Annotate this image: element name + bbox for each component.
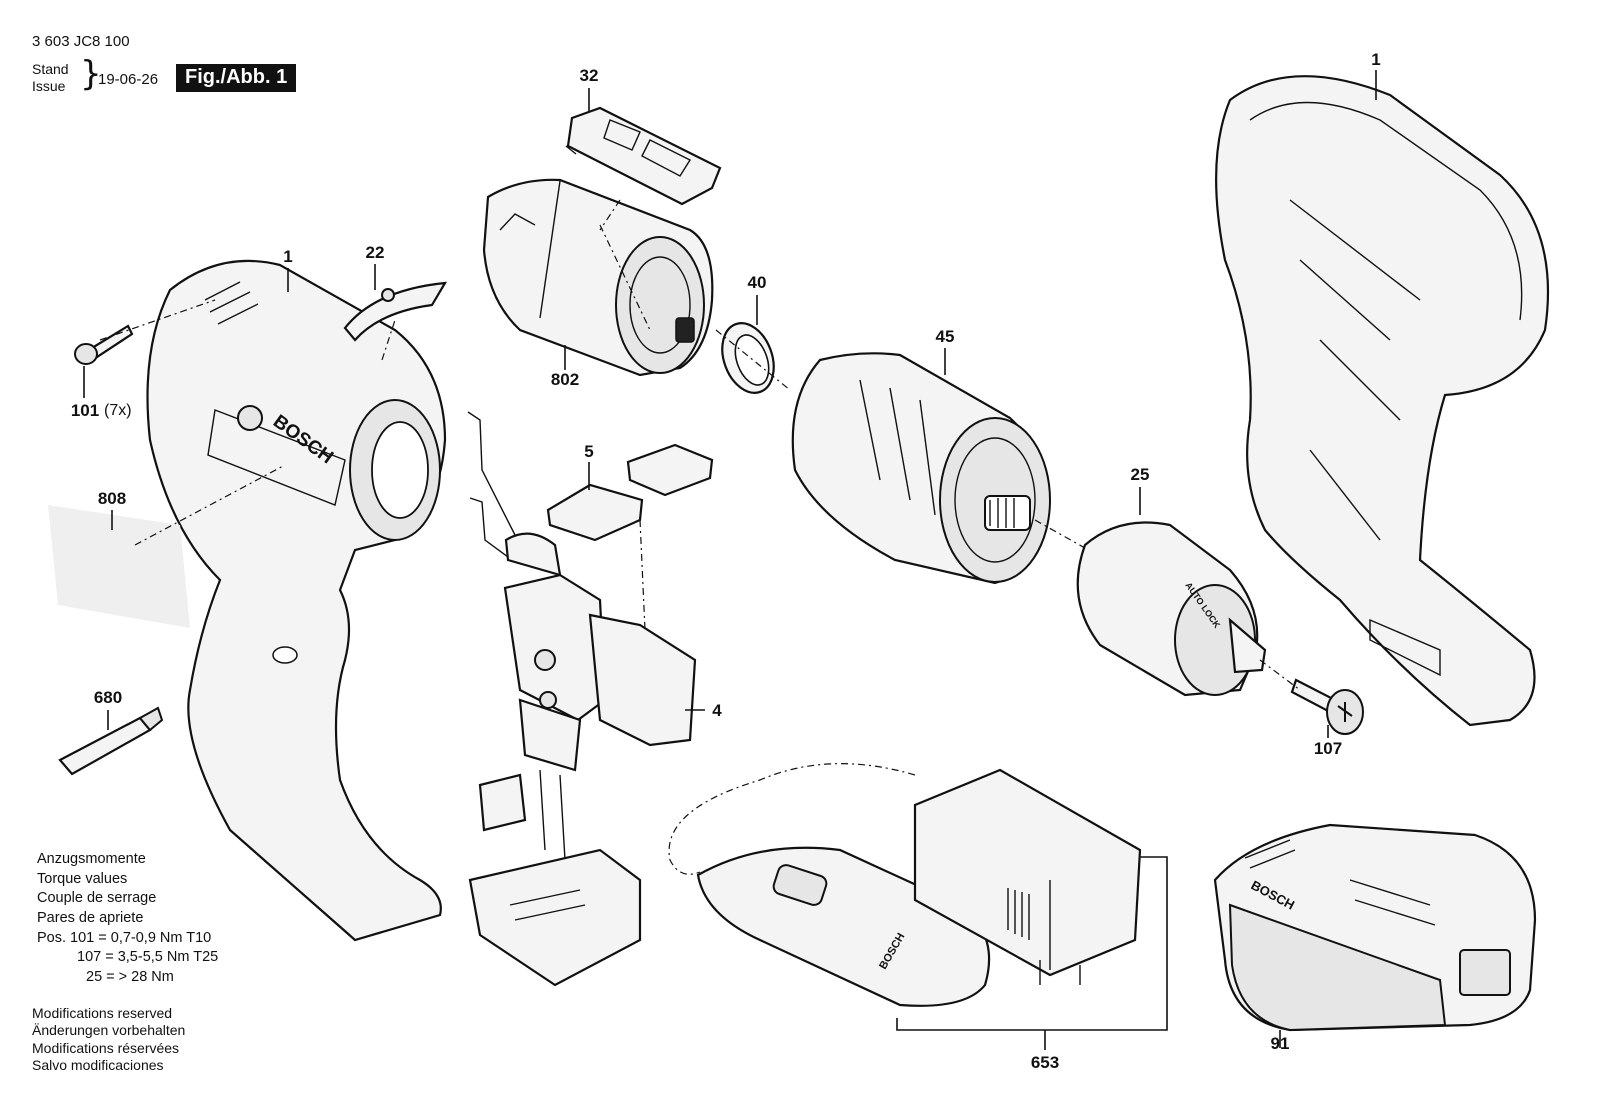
callout-808: 808 [97,489,127,508]
housing-shell-left-part-1: BOSCH [146,259,447,942]
callout-4: 4 [712,701,722,720]
callout-802: 802 [550,370,580,389]
figure-label: Fig./Abb. 1 [176,64,297,92]
modifications-fr: Modifications réservées [32,1040,180,1056]
part-number: 3 603 JC8 100 [32,33,130,50]
chuck-part-25: AUTO LOCK [1076,521,1267,697]
callout-25: 25 [1130,465,1150,484]
modifications-en: Modifications reserved [32,1005,173,1021]
assembly-axis-lines [99,199,1301,691]
callout-107: 107 [1313,739,1343,758]
cover-part-22 [343,281,448,342]
callout-91: 91 [1270,1034,1290,1053]
torque-value-25: 25 = > 28 Nm [86,969,174,985]
slider-part-5 [546,443,714,542]
torque-value-101: Pos. 101 = 0,7-0,9 Nm T10 [37,930,212,946]
bit-part-680 [58,706,164,776]
callout-32: 32 [579,66,599,85]
battery-part-91: BOSCH [1213,823,1537,1032]
issue-date: 19-06-26 [98,71,159,88]
callout-101-quantity: (7x) [104,402,132,419]
torque-value-107: 107 = 3,5-5,5 Nm T25 [77,949,219,965]
charger-base-part-653: BOSCH [668,763,1142,1007]
callout-653: 653 [1030,1053,1060,1072]
modifications-de: Änderungen vorbehalten [32,1022,186,1038]
switch-part-4 [467,411,697,987]
screw-part-107 [1290,678,1364,735]
torque-heading-es: Pares de apriete [37,910,144,926]
motor-part-802 [482,178,714,377]
callout-40: 40 [747,273,767,292]
housing-shell-right-part-1 [1215,75,1550,727]
gearbox-part-45 [791,352,1051,585]
torque-heading-en: Torque values [37,871,128,887]
callout-45: 45 [935,327,955,346]
callout-1-left: 1 [283,247,293,266]
screw-part-101 [74,324,134,365]
torque-heading-de: Anzugsmomente [37,851,146,867]
callout-5: 5 [584,442,594,461]
nameplate-part-808 [48,505,190,628]
contact-plate-part-32 [565,106,722,206]
callout-101: 101 [70,401,100,420]
torque-heading-fr: Couple de serrage [37,890,157,906]
leader-lines [83,70,1377,1050]
modifications-es: Salvo modificaciones [32,1057,164,1073]
ring-part-40 [721,322,775,394]
callout-680: 680 [93,688,123,707]
callout-1-right: 1 [1371,50,1381,69]
issue-label: Issue [32,78,66,94]
header-brace: } [80,54,102,94]
stand-label: Stand [32,61,69,77]
callout-22: 22 [365,243,385,262]
